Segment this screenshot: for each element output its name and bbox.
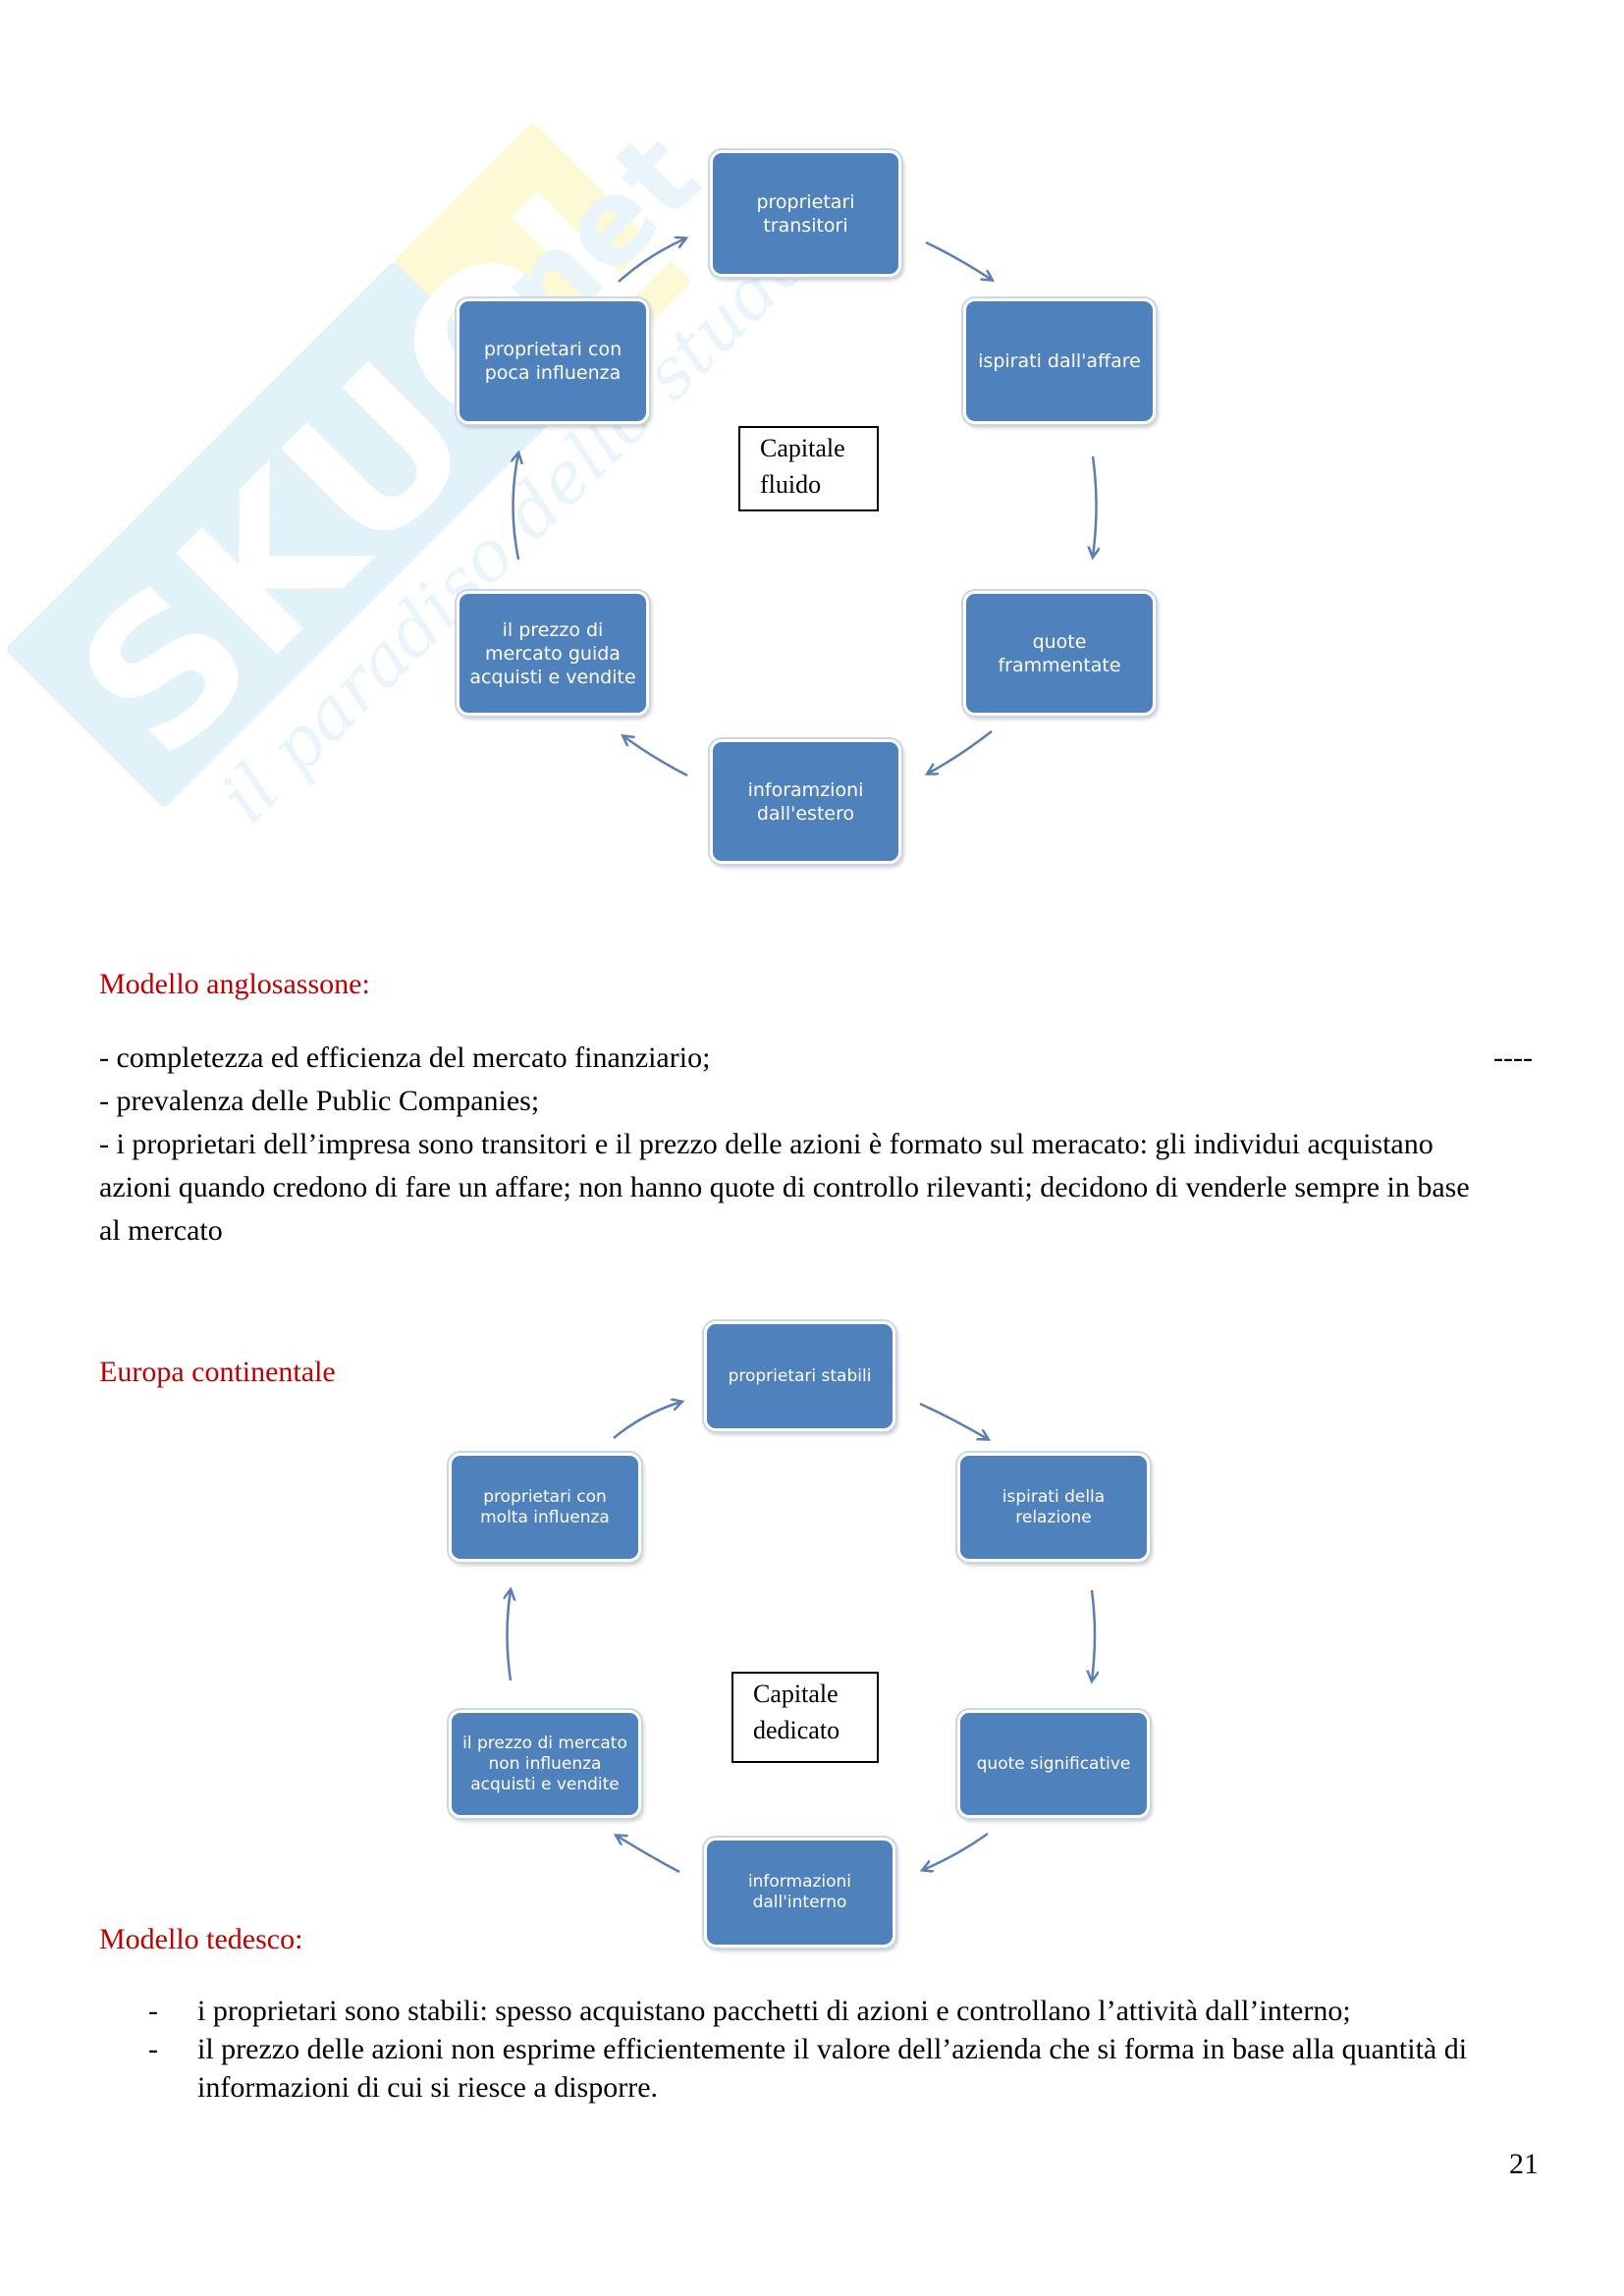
arrow-1-1 — [925, 240, 992, 280]
heading-europa-continentale: Europa continentale — [99, 1356, 336, 1388]
bullet-text: il prezzo delle azioni non esprime effic… — [197, 2033, 1468, 2104]
heading-modello-anglosassone: Modello anglosassone: — [99, 968, 370, 1000]
bullet-mark: - — [148, 1995, 158, 2027]
arrow-2-5 — [508, 1590, 512, 1682]
tedesco-bullet-list: - i proprietari sono stabili: spesso acq… — [99, 1992, 1533, 2107]
diagram-2-node-4: informazioni dall'interno — [704, 1838, 895, 1948]
diagram-2-node-2: ispirati della relazione — [957, 1453, 1150, 1562]
diagram-2-node-1: proprietari stabili — [704, 1321, 895, 1431]
arrow-2-2 — [1092, 1589, 1095, 1681]
arrow-2-3 — [923, 1832, 989, 1870]
arrow-1-3 — [928, 730, 993, 774]
diagram-1-node-1: proprietari transitori — [710, 150, 901, 277]
arrow-1-4 — [623, 736, 688, 777]
arrow-1-2 — [1093, 455, 1097, 557]
diagram-2-node-3: quote significative — [957, 1710, 1150, 1818]
arrow-2-4 — [617, 1836, 680, 1874]
bullet-mark: - — [148, 2033, 158, 2065]
arrow-1-6 — [618, 239, 685, 283]
trailing-dashes: ---- — [1493, 1041, 1533, 1074]
diagram-2-center: Capitale dedicato — [731, 1672, 879, 1763]
anglosassone-text: - completezza ed efficienza del mercato … — [99, 1037, 1533, 1253]
arrow-1-5 — [514, 454, 519, 561]
heading-modello-tedesco: Modello tedesco: — [99, 1923, 303, 1955]
diagram-2-node-6: proprietari con molta influenza — [449, 1453, 641, 1562]
anglosassone-line-1: - completezza ed efficienza del mercato … — [99, 1041, 711, 1074]
anglosassone-line-3: - i proprietari dell’impresa sono transi… — [99, 1128, 1470, 1247]
diagram-1-node-5: il prezzo di mercato guida acquisti e ve… — [457, 591, 649, 716]
list-item: - i proprietari sono stabili: spesso acq… — [99, 1992, 1533, 2030]
arrow-2-1 — [919, 1402, 988, 1439]
diagram-1-center: Capitale fluido — [738, 426, 879, 511]
diagram-2-node-5: il prezzo di mercato non influenza acqui… — [449, 1710, 641, 1818]
diagram-1-node-2: ispirati dall'affare — [963, 298, 1156, 424]
bullet-text: i proprietari sono stabili: spesso acqui… — [197, 1995, 1351, 2027]
diagram-1-node-3: quote frammentate — [963, 591, 1156, 716]
diagram-1-node-6: proprietari con poca influenza — [457, 298, 649, 424]
arrow-2-6 — [613, 1402, 681, 1439]
anglosassone-line-2: - prevalenza delle Public Companies; — [99, 1085, 540, 1117]
diagram-1-node-4: inforamzioni dall'estero — [710, 739, 901, 864]
page-number: 21 — [1509, 2148, 1539, 2180]
list-item: - il prezzo delle azioni non esprime eff… — [99, 2030, 1533, 2107]
